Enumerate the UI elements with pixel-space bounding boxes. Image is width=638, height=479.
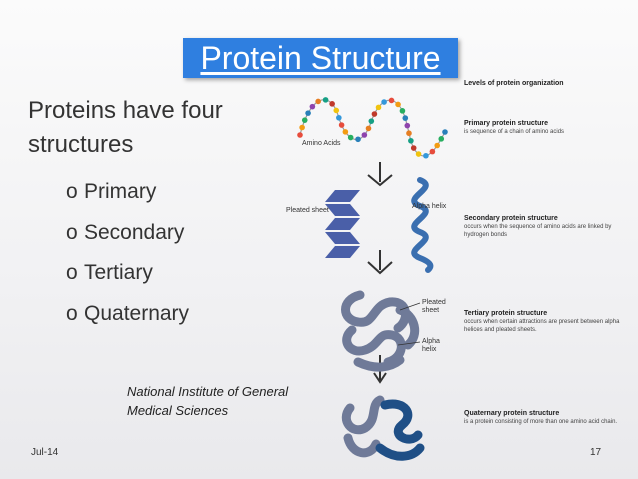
- amino-acid-bead: [336, 114, 342, 121]
- alpha-helix-icon: [411, 177, 434, 273]
- amino-acid-bead: [395, 101, 401, 108]
- amino-acid-bead: [333, 107, 340, 114]
- amino-acid-bead: [404, 122, 411, 129]
- image-credit: National Institute of General Medical Sc…: [127, 382, 288, 420]
- primary-desc: is sequence of a chain of amino acids: [464, 129, 565, 135]
- amino-acid-bead: [365, 125, 372, 132]
- tertiary-heading: Tertiary protein structure: [464, 310, 548, 317]
- amino-acid-bead: [375, 104, 382, 111]
- amino-acid-bead: [322, 97, 329, 103]
- intro-text: Proteins have four structures: [28, 97, 223, 158]
- amino-acid-bead: [297, 132, 303, 138]
- amino-acid-bead: [402, 115, 409, 121]
- levels-heading: Levels of protein organization: [464, 80, 564, 87]
- amino-acid-bead: [361, 132, 368, 138]
- protein-levels-diagram: Amino Acids Pleated sheet Alpha helix Pl…: [280, 70, 638, 470]
- amino-acid-bead: [423, 152, 429, 159]
- amino-acid-bead: [309, 103, 316, 110]
- label-amino-acids: Amino Acids: [302, 140, 341, 147]
- pleated-sheet-icon: [325, 190, 360, 258]
- amino-acid-bead: [388, 97, 395, 104]
- amino-acid-bead: [368, 118, 375, 124]
- label-tertiary-alpha-helix: Alpha helix: [422, 338, 440, 353]
- diagram-illustration: [297, 97, 448, 461]
- amino-acid-bead: [410, 145, 417, 151]
- quaternary-desc: is a protein consisting of more than one…: [464, 419, 618, 425]
- amino-acid-bead: [347, 134, 354, 141]
- list-item: o Primary: [66, 172, 189, 213]
- tertiary-fold-icon: [341, 290, 420, 372]
- bullet-secondary: Secondary: [84, 220, 185, 244]
- amino-acid-bead: [329, 101, 335, 107]
- secondary-desc: occurs when the sequence of amino acids …: [464, 224, 612, 238]
- amino-acid-bead: [442, 129, 448, 135]
- amino-acid-bead: [355, 136, 361, 143]
- bullet-marker: o: [66, 180, 78, 203]
- bullet-marker: o: [66, 220, 78, 244]
- amino-acid-chain: [297, 97, 448, 159]
- bullet-primary: Primary: [84, 180, 157, 203]
- amino-acid-bead: [438, 136, 445, 142]
- label-alpha-helix: Alpha helix: [412, 203, 447, 210]
- amino-acid-bead: [381, 99, 387, 105]
- list-item: o Tertiary: [66, 253, 189, 294]
- amino-acid-bead: [371, 111, 378, 117]
- amino-acid-bead: [408, 137, 414, 144]
- label-pleated-sheet: Pleated sheet: [286, 207, 329, 214]
- slide-title: Protein Structure: [183, 38, 458, 78]
- quaternary-heading: Quaternary protein structure: [464, 410, 560, 417]
- credit-line-2: Medical Sciences: [127, 403, 229, 418]
- amino-acid-bead: [399, 108, 406, 114]
- amino-acid-bead: [415, 151, 422, 157]
- flow-arrows: [367, 162, 393, 384]
- bullet-tertiary: Tertiary: [84, 261, 153, 284]
- primary-heading: Primary protein structure: [464, 120, 549, 127]
- secondary-heading: Secondary protein structure: [464, 215, 558, 222]
- bullet-quaternary: Quaternary: [84, 301, 190, 325]
- amino-acid-bead: [406, 130, 412, 137]
- tertiary-desc: occurs when certain attractions are pres…: [464, 319, 620, 333]
- amino-acid-bead: [299, 124, 305, 131]
- amino-acid-bead: [338, 122, 345, 128]
- amino-acid-bead: [342, 129, 349, 135]
- bullet-marker: o: [66, 261, 78, 284]
- credit-line-1: National Institute of General: [127, 384, 289, 399]
- page-number: 17: [590, 447, 602, 458]
- amino-acid-bead: [429, 148, 436, 155]
- label-tertiary-pleated-sheet: Pleated sheet: [422, 299, 446, 314]
- amino-acid-bead: [315, 98, 321, 105]
- amino-acid-bead: [305, 110, 311, 116]
- quaternary-fold-icon: [341, 395, 425, 461]
- tertiary-pointers: [397, 302, 421, 346]
- amino-acid-bead: [434, 142, 441, 149]
- footer-date: Jul-14: [31, 447, 59, 458]
- amino-acid-bead: [301, 117, 308, 123]
- bullet-marker: o: [66, 301, 78, 325]
